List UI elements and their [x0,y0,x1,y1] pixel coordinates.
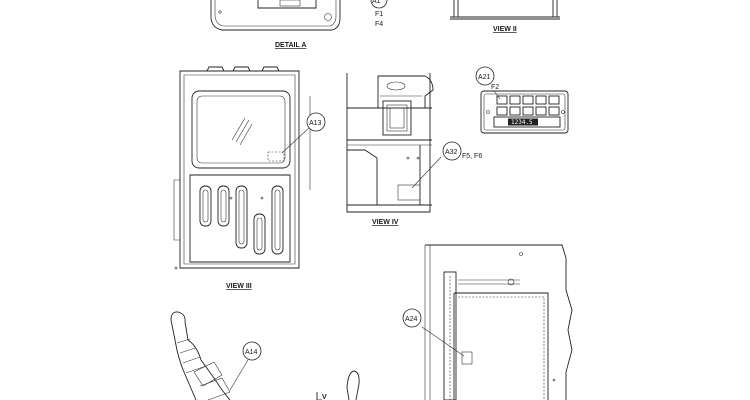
view-v-label: V [322,394,327,400]
fuse-f5-f6-label: F5, F6 [462,153,482,160]
view-iv-drawing [346,73,442,213]
callout-a32-text: A32 [445,149,458,156]
view-iii-cab-door [173,66,312,270]
view-ii-label: VIEW II [493,26,517,33]
view-v-partial-label-mark [316,392,322,400]
callout-a21: A21 [475,66,495,86]
view-v-panel-drawing [421,244,573,400]
callout-a13: A13 [306,112,326,132]
fuse-f2-label: F2 [491,84,499,91]
callout-a14: A14 [242,341,262,361]
view-iii-label: VIEW III [226,283,252,290]
panel-display-readout: 1234.5 [511,119,533,126]
callout-a24-text: A24 [405,316,418,323]
callout-a24: A24 [402,308,422,328]
callout-a13-text: A13 [309,120,322,127]
fuse-f1-label: F1 [375,11,383,18]
switch-grid [496,95,560,116]
detail-a-drawing [210,0,341,31]
knob-drawing [346,370,360,400]
detail-a-label: DETAIL A [275,42,306,49]
callout-a14-text: A14 [245,349,258,356]
control-panel-drawing [480,90,569,134]
view-ii-drawing [450,0,560,20]
callout-a32: A32 [442,141,462,161]
joystick-drawing [170,311,249,400]
callout-a1: A1 [370,0,388,9]
callout-a1-text: A1 [372,0,381,5]
fuse-f4-label: F4 [375,21,383,28]
callout-a21-text: A21 [478,74,491,81]
view-iv-label: VIEW IV [372,219,399,226]
